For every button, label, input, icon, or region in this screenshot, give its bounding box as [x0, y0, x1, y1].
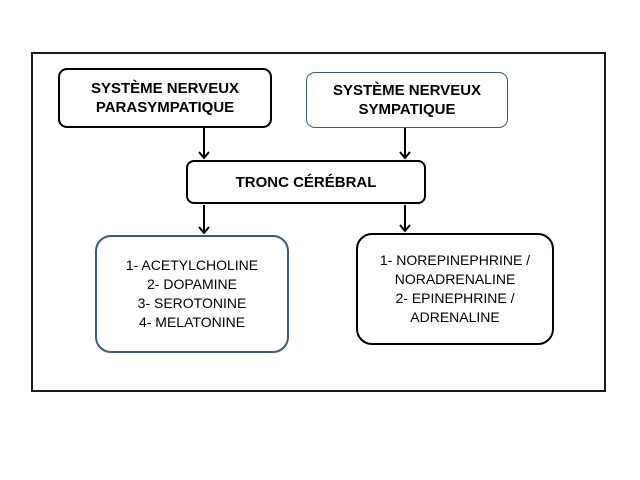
left-list-item: 2- DOPAMINE [147, 276, 237, 292]
parasympathetic-line-2: PARASYMPATIQUE [95, 99, 235, 116]
sympathetic-node: SYSTÈME NERVEUX SYMPATIQUE [306, 72, 508, 128]
right-list-item: NORADRENALINE [394, 271, 516, 287]
brainstem-label: TRONC CÉRÉBRAL [235, 173, 377, 191]
left-list-item: 1- ACETYLCHOLINE [125, 257, 259, 273]
neurotransmitter-list-right: 1- NOREPINEPHRINE / NORADRENALINE 2- EPI… [356, 233, 554, 345]
sympathetic-line-2: SYMPATIQUE [358, 101, 456, 118]
parasympathetic-node: SYSTÈME NERVEUX PARASYMPATIQUE [58, 68, 272, 128]
right-list-item: 1- NOREPINEPHRINE / [379, 252, 531, 268]
parasympathetic-line-1: SYSTÈME NERVEUX [90, 80, 240, 97]
diagram-frame [31, 52, 606, 392]
right-list-item: 2- EPINEPHRINE / [395, 290, 515, 306]
left-list-item: 4- MELATONINE [138, 314, 246, 330]
sympathetic-line-1: SYSTÈME NERVEUX [332, 82, 482, 99]
left-list-item: 3- SEROTONINE [137, 295, 247, 311]
neurotransmitter-list-left: 1- ACETYLCHOLINE 2- DOPAMINE 3- SEROTONI… [95, 235, 289, 353]
right-list-item: ADRENALINE [410, 309, 500, 325]
brainstem-node: TRONC CÉRÉBRAL [186, 160, 426, 204]
